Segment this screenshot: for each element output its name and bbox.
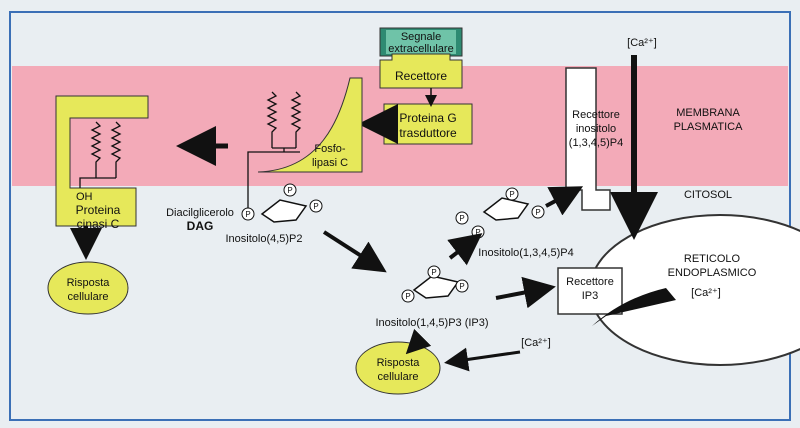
- receptor-box: [379, 53, 463, 89]
- membrane-label-2: PLASMATICA: [674, 121, 744, 133]
- svg-text:P: P: [405, 292, 410, 301]
- calcium-release-wedge: [592, 288, 676, 326]
- svg-text:P: P: [459, 214, 464, 223]
- g-protein-label-2: trasduttore: [399, 126, 457, 140]
- svg-text:P: P: [509, 190, 514, 199]
- signal-label-1: Segnale: [401, 31, 441, 43]
- response-left-label-1: Risposta: [67, 277, 111, 289]
- lipid-chains-plc: [247, 91, 302, 210]
- phospholipase-label-1: Fosfo-: [314, 143, 346, 155]
- ip3-to-receptor-arrow: [495, 276, 556, 309]
- ip3-receptor-label-2: IP3: [582, 290, 599, 302]
- svg-text:P: P: [313, 202, 318, 211]
- ip4-to-receptor-arrow: [545, 186, 584, 216]
- ip2-label: Inositolo(4,5)P2: [225, 233, 302, 245]
- lipid-chains-dag: [79, 121, 122, 188]
- cytosol-label: CITOSOL: [684, 189, 732, 201]
- pkc-label-2: cinasi C: [77, 217, 120, 231]
- pkc-label-1: Proteina: [76, 203, 121, 217]
- response-left-label-2: cellulare: [68, 291, 109, 303]
- protein-kinase-c-shape: [55, 95, 149, 227]
- phosphate-labels: P P P P P P P P P P: [245, 186, 540, 301]
- g-protein-label-1: Proteina G: [399, 111, 456, 125]
- svg-text:P: P: [431, 268, 436, 277]
- dag-label: DAG: [187, 219, 214, 233]
- response-left-ellipse: [47, 261, 129, 315]
- ip3-receptor-label-1: Recettore: [566, 276, 614, 288]
- er-label-1: RETICOLO: [684, 253, 741, 265]
- phospholipase-c-shape: [257, 77, 363, 173]
- calcium-er-label: [Ca²⁺]: [691, 287, 721, 299]
- ip3-receptor-box: [557, 267, 623, 315]
- calcium-response-arrow: [444, 347, 521, 372]
- ip3-ring: [401, 265, 469, 303]
- ip3-to-ip4-arrow: [447, 233, 483, 266]
- receptor-label: Recettore: [395, 69, 447, 83]
- response-center-label-2: cellulare: [378, 371, 419, 383]
- svg-text:P: P: [535, 208, 540, 217]
- ip2-ring: [241, 183, 323, 223]
- ip4-label: Inositolo(1,3,4,5)P4: [478, 247, 573, 259]
- dag-name-label: Diacilglicerolo: [166, 207, 234, 219]
- ip3-label: Inositolo(1,4,5)P3 (IP3): [375, 317, 488, 329]
- er-label-2: ENDOPLASMICO: [668, 267, 757, 279]
- membrane-label-1: MEMBRANA: [676, 107, 740, 119]
- ip4-receptor-label-1: Recettore: [572, 109, 620, 121]
- signal-label-2: extracellulare: [388, 43, 453, 55]
- calcium-top-label: [Ca²⁺]: [627, 37, 657, 49]
- response-center-label-1: Risposta: [377, 357, 421, 369]
- svg-text:P: P: [459, 282, 464, 291]
- signal-inner: [386, 30, 456, 54]
- ip4-receptor-label-2: inositolo: [576, 123, 616, 135]
- ip2-to-ip3-arrow: [322, 230, 387, 273]
- svg-text:P: P: [287, 186, 292, 195]
- response-center-ellipse: [355, 341, 441, 395]
- phospholipase-label-2: lipasi C: [312, 157, 348, 169]
- calcium-cytosol-label: [Ca²⁺]: [521, 337, 551, 349]
- svg-text:P: P: [475, 228, 480, 237]
- svg-text:P: P: [245, 210, 250, 219]
- oh-label: OH: [76, 191, 93, 203]
- ip4-ring: [455, 187, 545, 239]
- ip4-receptor-label-3: (1,3,4,5)P4: [569, 137, 623, 149]
- ip3-response-arrow: [405, 328, 432, 355]
